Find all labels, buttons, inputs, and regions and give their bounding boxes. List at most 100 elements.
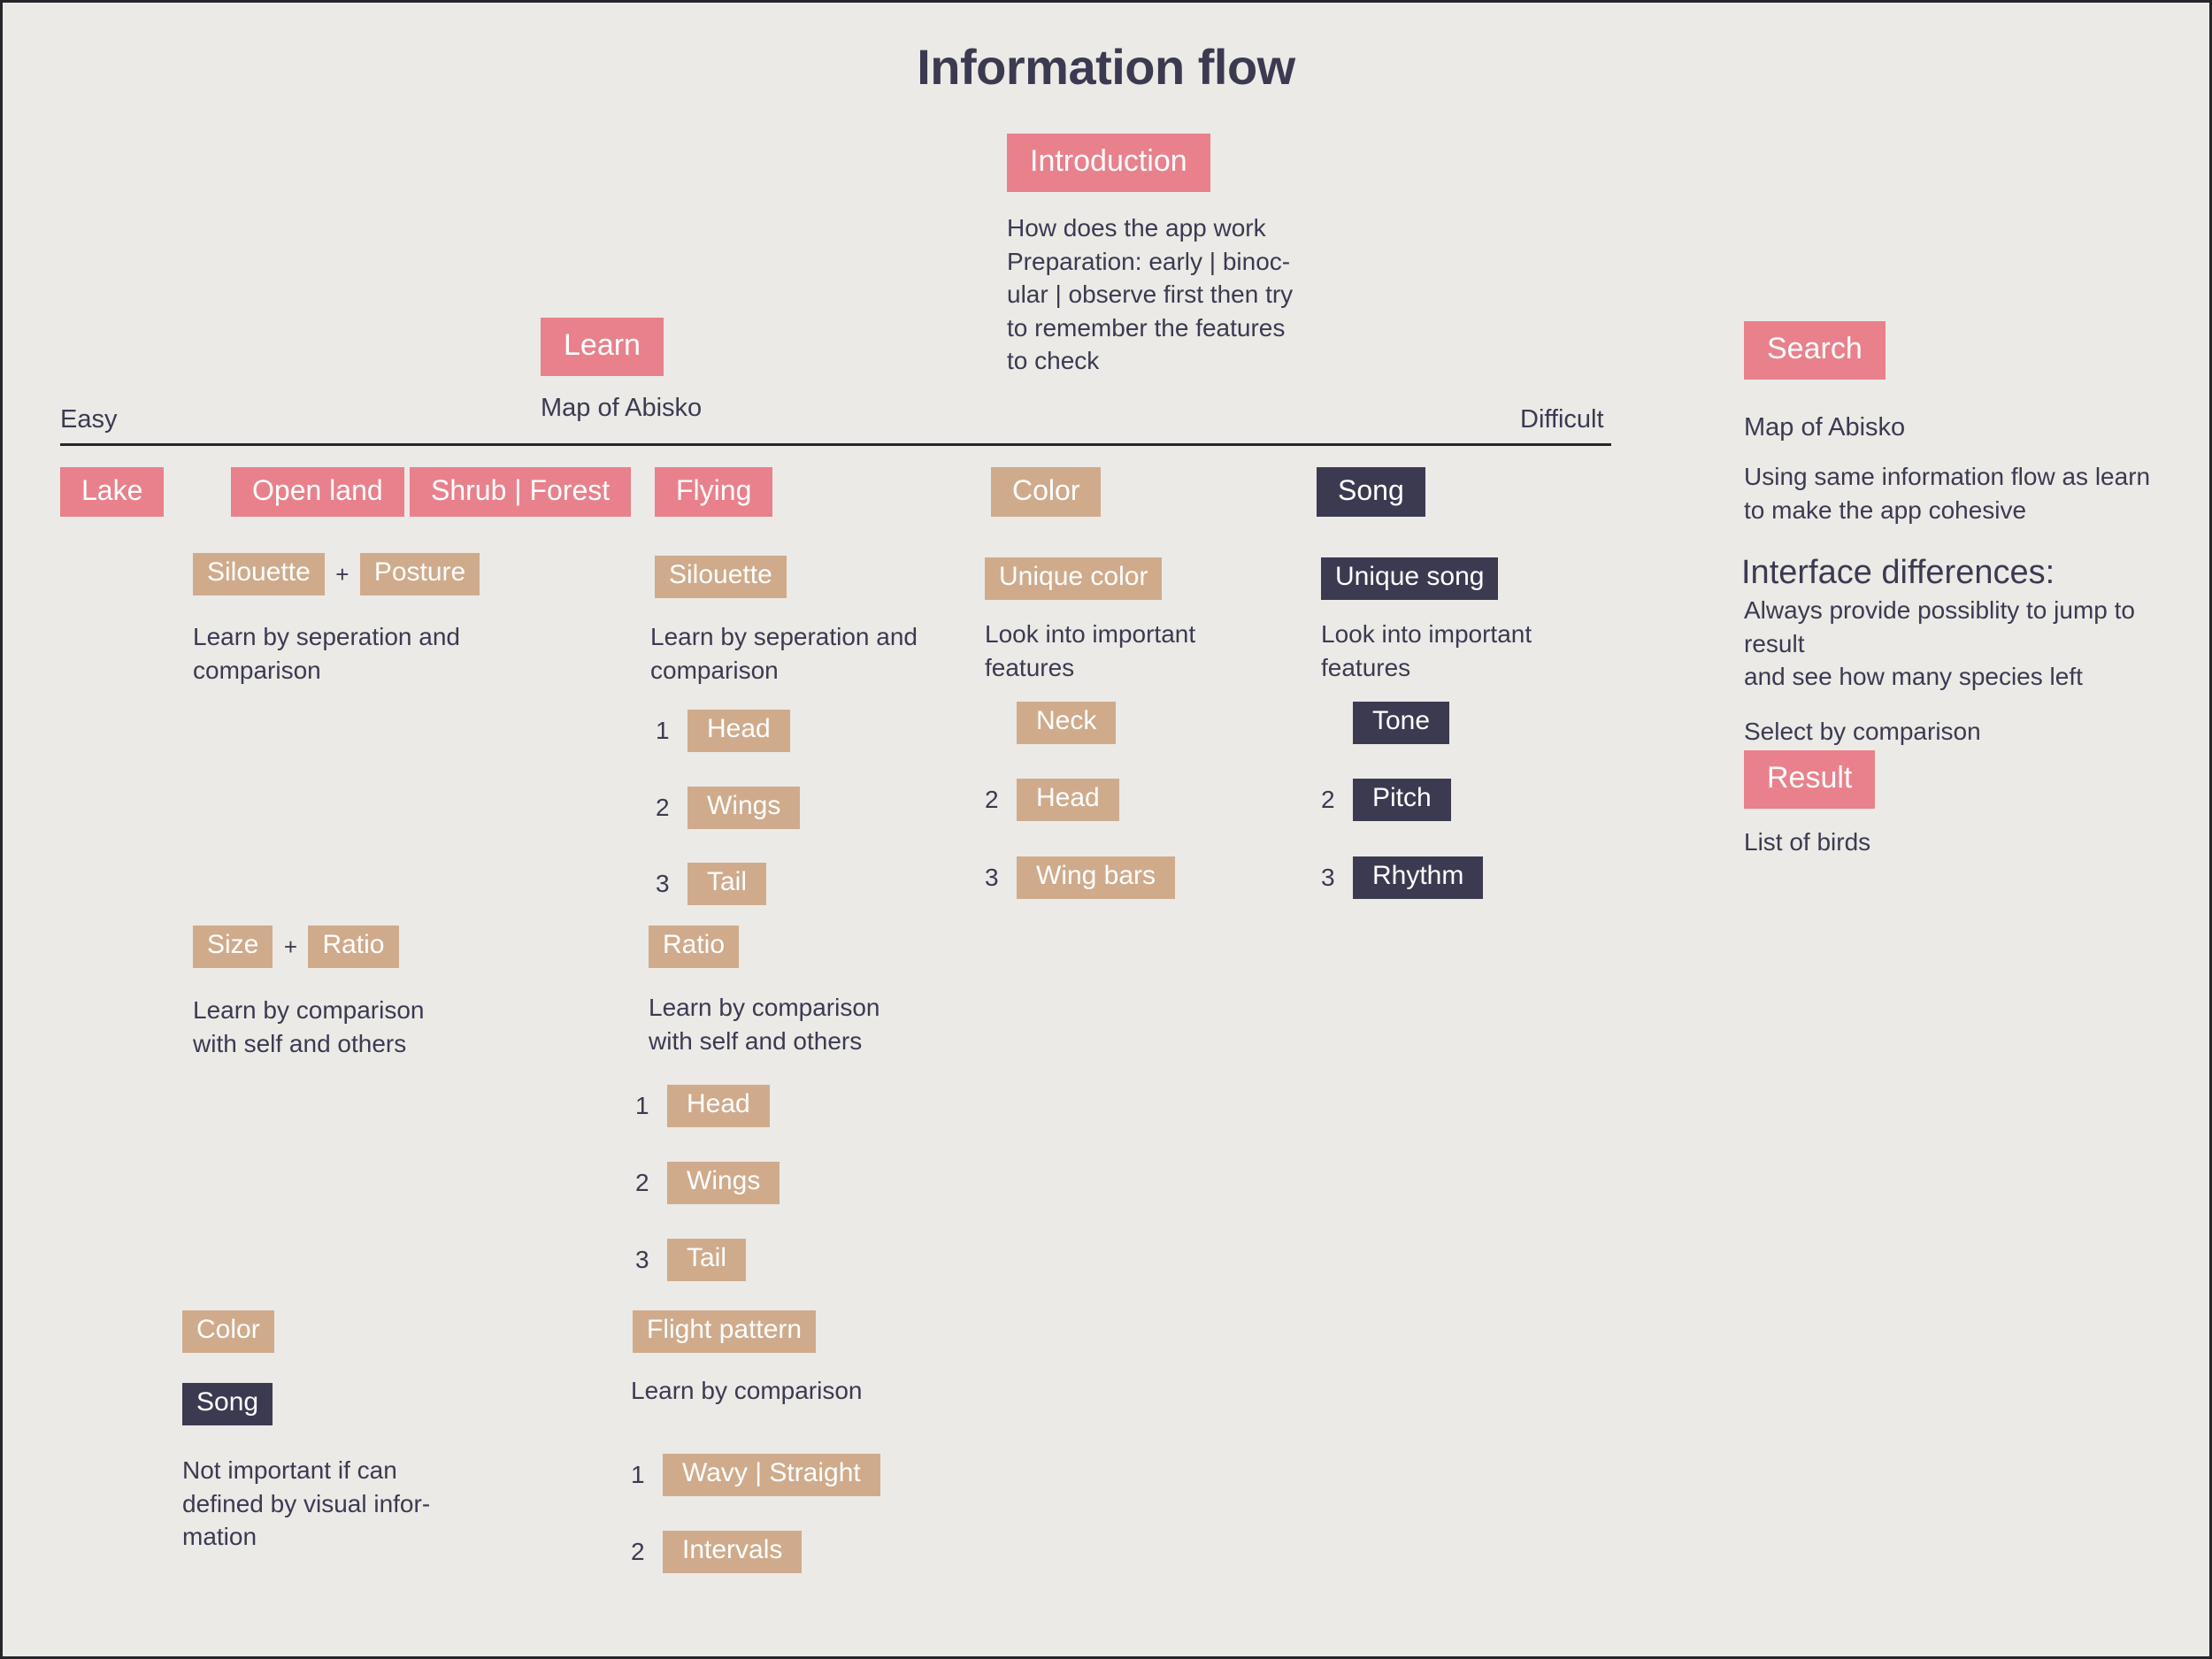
color-group-chip-wrap: Unique color — [985, 557, 1163, 600]
introduction-chip[interactable]: Introduction — [1007, 134, 1210, 192]
list-item-number: 1 — [631, 1460, 645, 1488]
flying-chip-ratio[interactable]: Ratio — [649, 926, 740, 968]
list-item-number: 1 — [656, 717, 670, 744]
list-item: 1 Wavy | Straight — [631, 1436, 880, 1513]
flying-chip-intervals[interactable]: Intervals — [663, 1530, 803, 1573]
list-item: 3 Tail — [635, 1221, 780, 1298]
search-body-2: Always provide possiblity to jump to res… — [1744, 596, 2135, 691]
color-chip-neck[interactable]: Neck — [1017, 701, 1117, 744]
list-item-number: 2 — [656, 793, 670, 821]
flying-group-c-items: 1 Wavy | Straight 2 Intervals — [631, 1436, 880, 1590]
habitat-chip-silouette[interactable]: Silouette — [193, 553, 325, 595]
list-item: 2 Wings — [656, 769, 801, 846]
habitat-group-a-operator: + — [335, 560, 349, 588]
flying-group-c-body: Learn by comparison — [631, 1377, 863, 1404]
flying-chip-wings[interactable]: Wings — [687, 786, 801, 829]
habitat-chip-lake[interactable]: Lake — [60, 467, 165, 517]
flying-chip-head[interactable]: Head — [687, 710, 790, 752]
flying-chip-wavy-straight[interactable]: Wavy | Straight — [663, 1453, 880, 1496]
list-item-number: 2 — [985, 786, 999, 813]
habitat-chip-shrub-forest-wrap: Shrub | Forest — [410, 467, 632, 517]
list-item: 1 Head — [656, 693, 800, 769]
flying-chip[interactable]: Flying — [655, 467, 773, 517]
learn-chip[interactable]: Learn — [541, 318, 664, 376]
search-result-chip-wrap: Result — [1744, 750, 1876, 809]
search-body-4: List of birds — [1744, 828, 1871, 856]
song-chip-tone[interactable]: Tone — [1353, 701, 1450, 744]
habitat-group-b-operator: + — [283, 933, 297, 960]
song-chip-unique-song[interactable]: Unique song — [1321, 557, 1499, 600]
song-chip-rhythm[interactable]: Rhythm — [1353, 856, 1484, 899]
habitat-group-a-body: Learn by seperation and comparison — [193, 623, 460, 684]
color-chip[interactable]: Color — [991, 467, 1102, 517]
list-item-number: 2 — [1321, 786, 1335, 813]
color-chip-wrap: Color — [991, 467, 1102, 517]
list-item-number: 3 — [656, 870, 670, 897]
search-chip[interactable]: Search — [1744, 321, 1886, 380]
habitat-group-b-chips: Size + Ratio — [193, 926, 399, 968]
habitat-chip-posture[interactable]: Posture — [359, 553, 480, 595]
song-chip-pitch[interactable]: Pitch — [1353, 779, 1451, 821]
habitat-group-b-body: Learn by comparison with self and others — [193, 996, 425, 1057]
flying-group-a-chip-wrap: Silouette — [655, 556, 787, 598]
list-item-number: 3 — [1321, 863, 1335, 891]
list-item: 2 Pitch — [1321, 761, 1483, 839]
color-chip-head[interactable]: Head — [1017, 779, 1119, 821]
list-item-number: 3 — [985, 863, 999, 891]
habitat-chip-open-land[interactable]: Open land — [231, 467, 404, 517]
list-item-number: 1 — [635, 1091, 649, 1119]
song-group-items: Tone 2 Pitch 3 Rhythm — [1321, 684, 1484, 916]
color-group-body: Look into important features — [985, 620, 1196, 681]
flying-chip-tail[interactable]: Tail — [687, 863, 767, 905]
habitat-chip-color[interactable]: Color — [182, 1310, 274, 1353]
habitat-chip-open-land-wrap: Open land — [231, 467, 404, 517]
habitat-chip-size[interactable]: Size — [193, 926, 273, 968]
flying-ratio-chip-head[interactable]: Head — [667, 1084, 770, 1127]
habitat-chip-ratio[interactable]: Ratio — [308, 926, 399, 968]
color-chip-unique-color[interactable]: Unique color — [985, 557, 1163, 600]
axis-label-easy: Easy — [60, 405, 118, 434]
habitat-group-a-chips: Silouette + Posture — [193, 553, 480, 595]
list-item-number: 3 — [635, 1245, 649, 1273]
flying-chip-silouette[interactable]: Silouette — [655, 556, 787, 598]
list-item: 2 Wings — [635, 1144, 780, 1221]
list-item-number: 2 — [631, 1537, 645, 1565]
song-group-body: Look into important features — [1321, 620, 1532, 681]
list-item: 2 Intervals — [631, 1513, 880, 1590]
search-subhead: Interface differences: — [1741, 554, 2055, 591]
list-item: 1 Head — [635, 1067, 780, 1144]
flying-group-a-items: 1 Head 2 Wings 3 Tail — [656, 693, 801, 922]
axis-label-difficult: Difficult — [1520, 405, 1604, 434]
song-chip-wrap: Song — [1317, 467, 1425, 517]
flying-group-c-chip-wrap: Flight pattern — [633, 1310, 817, 1353]
habitat-chip-lake-wrap: Lake — [60, 467, 165, 517]
list-item: 3 Tail — [656, 846, 800, 922]
flying-group-a-body: Learn by seperation and comparison — [650, 623, 918, 684]
list-item: 3 Wing bars — [985, 839, 1176, 916]
color-group-items: Neck 2 Head 3 Wing bars — [985, 684, 1176, 916]
list-item: Neck — [985, 684, 1175, 761]
color-chip-wing-bars[interactable]: Wing bars — [1017, 856, 1176, 899]
search-body-1: Using same information flow as learn to … — [1744, 463, 2151, 524]
flying-ratio-chip-wings[interactable]: Wings — [667, 1161, 780, 1204]
search-body-3: Select by comparison — [1744, 718, 1981, 745]
list-item-number: 2 — [635, 1168, 649, 1196]
flying-chip-flight-pattern[interactable]: Flight pattern — [633, 1310, 817, 1353]
habitat-chip-shrub-forest[interactable]: Shrub | Forest — [410, 467, 632, 517]
habitat-group-c-color-wrap: Color — [182, 1310, 274, 1353]
search-caption: Map of Abisko — [1744, 413, 1906, 442]
flying-ratio-chip-tail[interactable]: Tail — [667, 1238, 747, 1281]
flying-group-b-chip-wrap: Ratio — [649, 926, 740, 968]
result-chip[interactable]: Result — [1744, 750, 1876, 809]
habitat-group-c-body: Not important if can defined by visual i… — [182, 1456, 431, 1551]
song-group-chip-wrap: Unique song — [1321, 557, 1499, 600]
song-chip[interactable]: Song — [1317, 467, 1425, 517]
introduction-chip-wrap: Introduction — [1007, 134, 1210, 192]
flying-group-b-items: 1 Head 2 Wings 3 Tail — [635, 1067, 780, 1298]
habitat-group-c-song-wrap: Song — [182, 1383, 273, 1425]
list-item: 3 Rhythm — [1321, 839, 1484, 916]
habitat-chip-song[interactable]: Song — [182, 1383, 273, 1425]
learn-chip-wrap: Learn — [541, 318, 664, 376]
learn-caption: Map of Abisko — [541, 394, 703, 422]
